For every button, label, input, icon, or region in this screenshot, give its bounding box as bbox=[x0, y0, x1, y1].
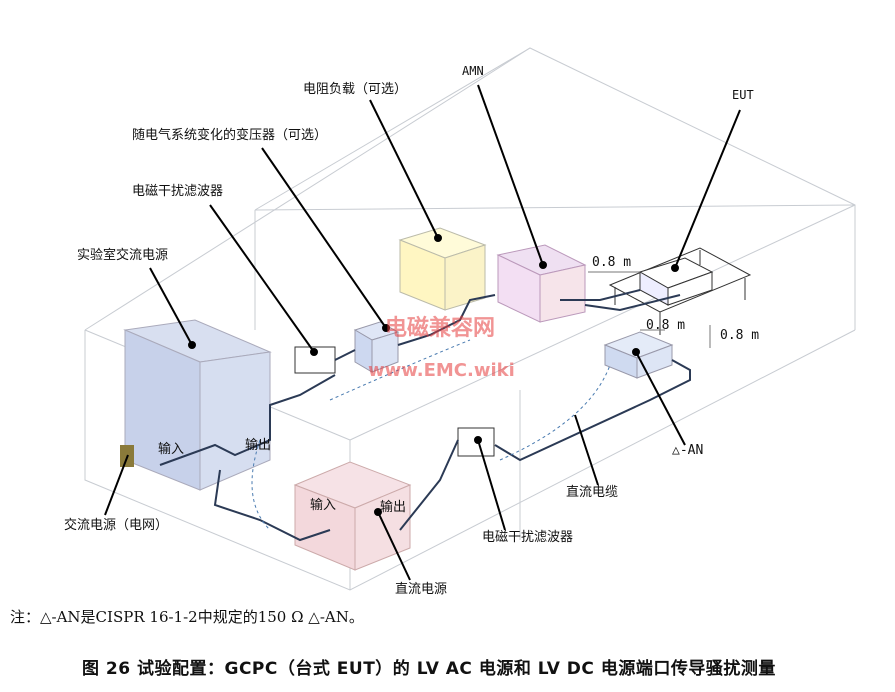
label-emi-filter-dc: 电磁干扰滤波器 bbox=[482, 530, 574, 545]
watermark-url: www.EMC.wiki bbox=[368, 360, 515, 381]
cables bbox=[159, 289, 691, 542]
label-mains: 交流电源（电网） bbox=[64, 518, 169, 533]
eut-box bbox=[638, 257, 714, 306]
ground-paths bbox=[251, 339, 611, 531]
label-table-height: 0.8 m bbox=[720, 328, 760, 343]
dimension-arrows bbox=[588, 271, 711, 348]
label-eut: EUT bbox=[732, 88, 754, 102]
amn-box bbox=[496, 244, 587, 323]
lab-ac-power-box bbox=[120, 319, 272, 491]
transformer-box bbox=[353, 321, 400, 373]
label-amn: AMN bbox=[462, 64, 484, 78]
label-lab-ac-power: 实验室交流电源 bbox=[77, 248, 169, 263]
label-emi-filter-ac: 电磁干扰滤波器 bbox=[132, 184, 224, 199]
leader-lines bbox=[104, 84, 741, 581]
label-ac-input: 输入 bbox=[158, 442, 185, 457]
resistive-load-box bbox=[398, 227, 487, 311]
label-resistive-load: 电阻负载（可选） bbox=[303, 82, 408, 97]
label-dc-cable: 直流电缆 bbox=[566, 485, 619, 500]
label-dist-an-eut: 0.8 m bbox=[646, 318, 686, 333]
watermark-cn: 电磁兼容网 bbox=[385, 316, 496, 341]
label-ac-output: 输出 bbox=[245, 438, 272, 453]
label-dc-output: 输出 bbox=[380, 500, 407, 515]
figure-caption: 图 26 试验配置：GCPC（台式 EUT）的 LV AC 电源和 LV DC … bbox=[82, 659, 776, 679]
label-dc-input: 输入 bbox=[310, 498, 337, 513]
label-delta-an: △-AN bbox=[672, 443, 704, 458]
figure-note: 注：△-AN是CISPR 16-1-2中规定的150 Ω △-AN。 bbox=[10, 608, 364, 626]
dc-power-box bbox=[293, 461, 412, 571]
label-dist-amn-eut: 0.8 m bbox=[592, 255, 632, 270]
label-dc-power: 直流电源 bbox=[395, 582, 448, 597]
label-transformer: 随电气系统变化的变压器（可选） bbox=[132, 128, 328, 143]
